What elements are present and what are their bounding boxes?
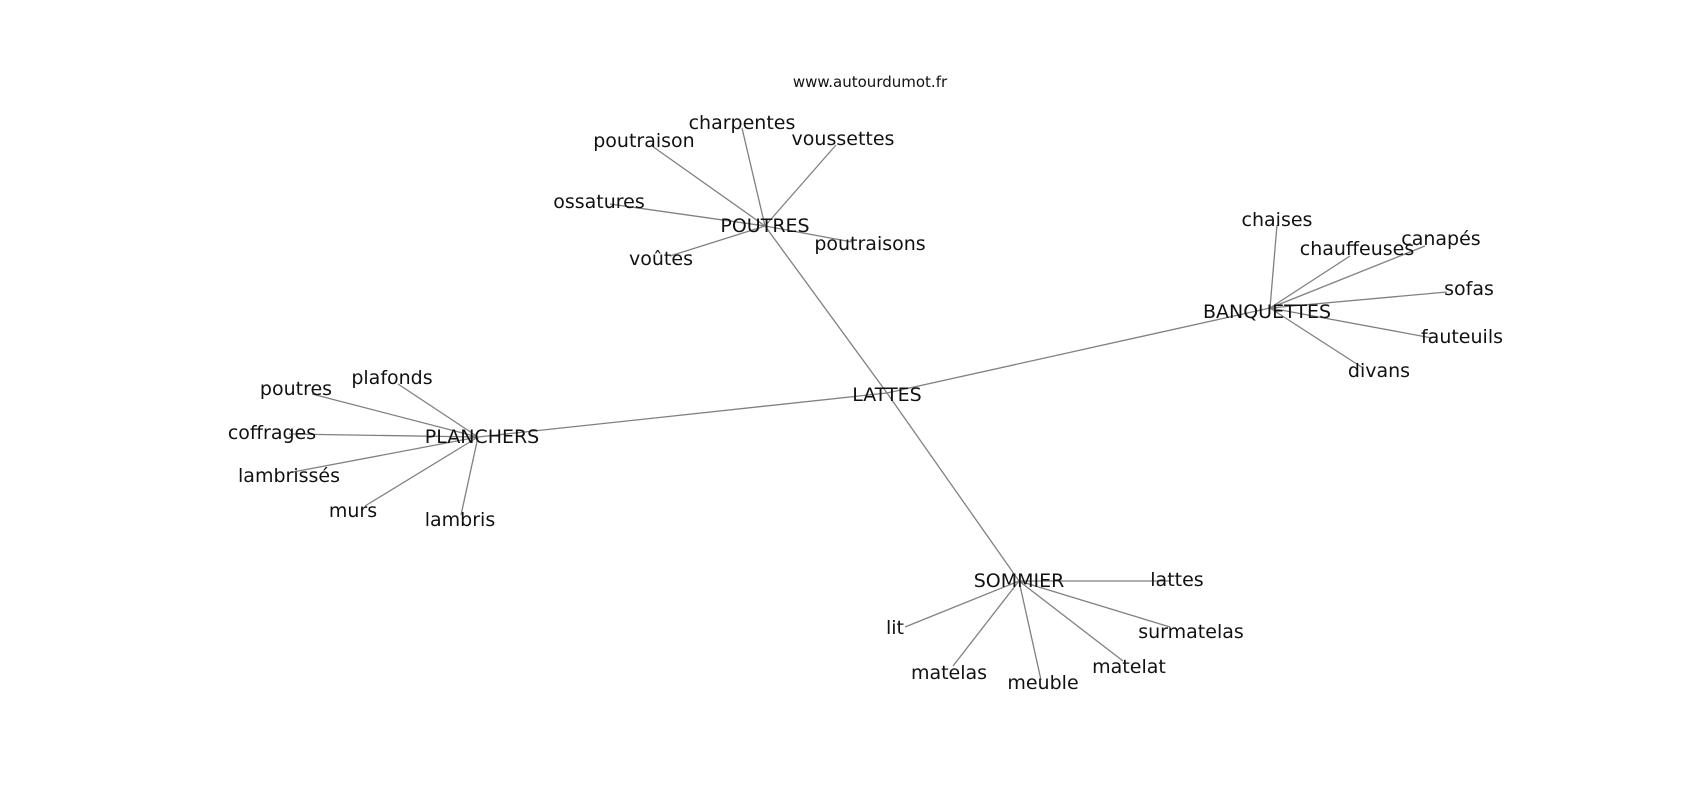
word-node-meuble[interactable]: meuble [1007,672,1078,694]
edge-banquettes-to-chauffeuses [1269,255,1351,309]
word-node-sofas[interactable]: sofas [1444,278,1494,300]
word-node-coffrages[interactable]: coffrages [228,422,316,444]
word-node-poutraison[interactable]: poutraison [593,130,694,152]
word-node-matelat[interactable]: matelat [1092,656,1166,678]
edge-planchers-to-lambrisses [292,436,479,473]
word-node-poutres[interactable]: poutres [260,378,332,400]
edge-center-to-poutres [764,225,888,394]
word-node-poutraisons[interactable]: poutraisons [814,233,925,255]
labels-layer: www.autourdumot.fr LATTES POUTRES charpen… [228,73,1503,694]
edge-center-to-sommier [886,392,1020,582]
edge-poutres-to-voussettes [764,144,837,227]
edge-planchers-to-poutres [311,393,479,438]
edge-poutres-to-poutraisons [764,225,853,243]
edge-banquettes-to-divans [1269,307,1364,369]
edge-sommier-to-surmatelas [1018,580,1171,628]
edge-banquettes-to-sofas [1269,291,1448,309]
edge-sommier-to-matelas [952,580,1020,667]
edge-center-to-planchers [477,392,888,438]
edge-poutres-to-poutraison [651,145,766,227]
word-node-voutes[interactable]: voûtes [629,248,693,270]
edge-sommier-to-lit [904,580,1020,628]
edge-planchers-to-murs [364,436,479,507]
edge-poutres-to-ossatures [609,203,766,227]
word-node-canapes[interactable]: canapés [1401,228,1480,250]
edges-layer [288,127,1448,681]
edge-planchers-to-coffrages [288,433,479,438]
word-node-chauffeuses[interactable]: chauffeuses [1300,238,1414,260]
word-node-chaises[interactable]: chaises [1242,209,1313,231]
edge-banquettes-to-fauteuils [1269,307,1433,339]
edge-planchers-to-plafonds [397,383,479,438]
hub-node-planchers[interactable]: PLANCHERS [425,426,540,448]
word-node-murs[interactable]: murs [329,500,377,522]
word-node-surmatelas[interactable]: surmatelas [1138,621,1244,643]
hub-node-sommier[interactable]: SOMMIER [974,570,1065,592]
edge-center-to-banquettes [886,307,1271,394]
edge-poutres-to-voutes [669,225,766,257]
word-node-lambris[interactable]: lambris [425,509,495,531]
center-node-label[interactable]: LATTES [852,384,922,406]
word-node-fauteuils[interactable]: fauteuils [1421,326,1503,348]
word-node-ossatures[interactable]: ossatures [553,191,645,213]
word-node-plafonds[interactable]: plafonds [351,367,432,389]
edge-sommier-to-matelat [1018,580,1124,662]
hub-node-poutres[interactable]: POUTRES [720,215,809,237]
edge-planchers-to-lambris [460,436,479,516]
site-watermark[interactable]: www.autourdumot.fr [793,73,948,91]
edge-sommier-to-meuble [1018,580,1042,681]
word-node-divans[interactable]: divans [1348,360,1410,382]
word-node-lambrisses[interactable]: lambrissés [238,465,340,487]
word-node-lattes[interactable]: lattes [1150,569,1203,591]
edge-banquettes-to-canapes [1269,245,1426,309]
word-node-voussettes[interactable]: voussettes [792,128,895,150]
hub-node-banquettes[interactable]: BANQUETTES [1203,301,1331,323]
word-node-charpentes[interactable]: charpentes [689,112,796,134]
word-node-lit[interactable]: lit [886,617,904,639]
edge-poutres-to-charpentes [741,127,766,227]
word-node-matelas[interactable]: matelas [911,662,987,684]
edge-banquettes-to-chaises [1269,224,1278,309]
